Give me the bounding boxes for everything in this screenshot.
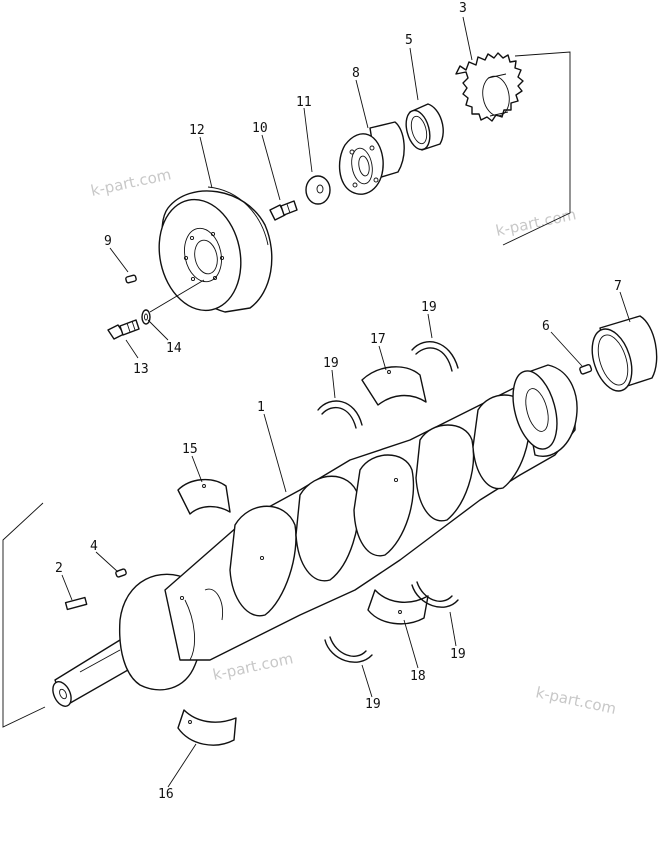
part-6-pin xyxy=(579,363,593,375)
callout-9: 9 xyxy=(104,234,112,249)
callout-7: 7 xyxy=(614,279,622,294)
callout-16: 16 xyxy=(158,787,174,802)
part-19-thrust-washer-b xyxy=(411,341,459,372)
assembly-bracket-left xyxy=(2,502,46,728)
callout-13: 13 xyxy=(133,362,149,377)
callout-11: 11 xyxy=(296,95,312,110)
part-18-bearing-shell xyxy=(367,589,429,625)
callout-10: 10 xyxy=(252,121,268,136)
callout-6: 6 xyxy=(542,319,550,334)
watermark-text: k-part.com xyxy=(494,205,578,240)
callout-18: 18 xyxy=(410,669,426,684)
callout-12: 12 xyxy=(189,123,205,138)
part-2-key xyxy=(64,596,88,611)
part-17-bearing-shell xyxy=(361,366,427,406)
part-9-pin xyxy=(125,274,137,284)
watermark-text: k-part.com xyxy=(89,165,173,200)
callout-8: 8 xyxy=(352,66,360,81)
callout-17: 17 xyxy=(370,332,386,347)
part-10-bolt xyxy=(269,200,298,221)
part-16-bearing-shell xyxy=(177,709,237,746)
callout-19-a: 19 xyxy=(323,356,339,371)
assembly-bracket-right xyxy=(502,51,571,246)
watermark-text: k-part.com xyxy=(211,649,295,684)
callout-1: 1 xyxy=(257,400,265,415)
part-1-crankshaft xyxy=(52,364,578,707)
part-12-crank-pulley xyxy=(158,186,273,313)
part-19-thrust-washer-d xyxy=(411,581,459,608)
part-3-crank-gear xyxy=(455,52,524,122)
part-14-washer xyxy=(141,309,151,325)
part-11-washer xyxy=(305,175,331,205)
part-19-thrust-washer-a xyxy=(317,400,363,429)
callout-14: 14 xyxy=(166,341,182,356)
callout-19-d: 19 xyxy=(450,647,466,662)
callout-labels: 3 5 8 11 10 12 9 13 14 19 17 19 6 7 1 15… xyxy=(55,1,622,802)
part-15-bearing-shell xyxy=(177,479,231,515)
callout-4: 4 xyxy=(90,539,98,554)
part-8-flanged-hub xyxy=(338,121,405,195)
callout-19-c: 19 xyxy=(365,697,381,712)
part-5-ring xyxy=(405,103,444,151)
callout-5: 5 xyxy=(405,33,413,48)
watermark-text: k-part.com xyxy=(534,683,618,718)
part-13-bolt xyxy=(107,319,140,340)
callout-2: 2 xyxy=(55,561,63,576)
callout-19-b: 19 xyxy=(421,300,437,315)
callout-15: 15 xyxy=(182,442,198,457)
callout-3: 3 xyxy=(459,1,467,16)
part-7-seal-ring xyxy=(591,315,658,392)
part-4-pin xyxy=(115,568,127,578)
leader-lines xyxy=(61,16,631,788)
part-19-thrust-washer-c xyxy=(324,636,373,663)
